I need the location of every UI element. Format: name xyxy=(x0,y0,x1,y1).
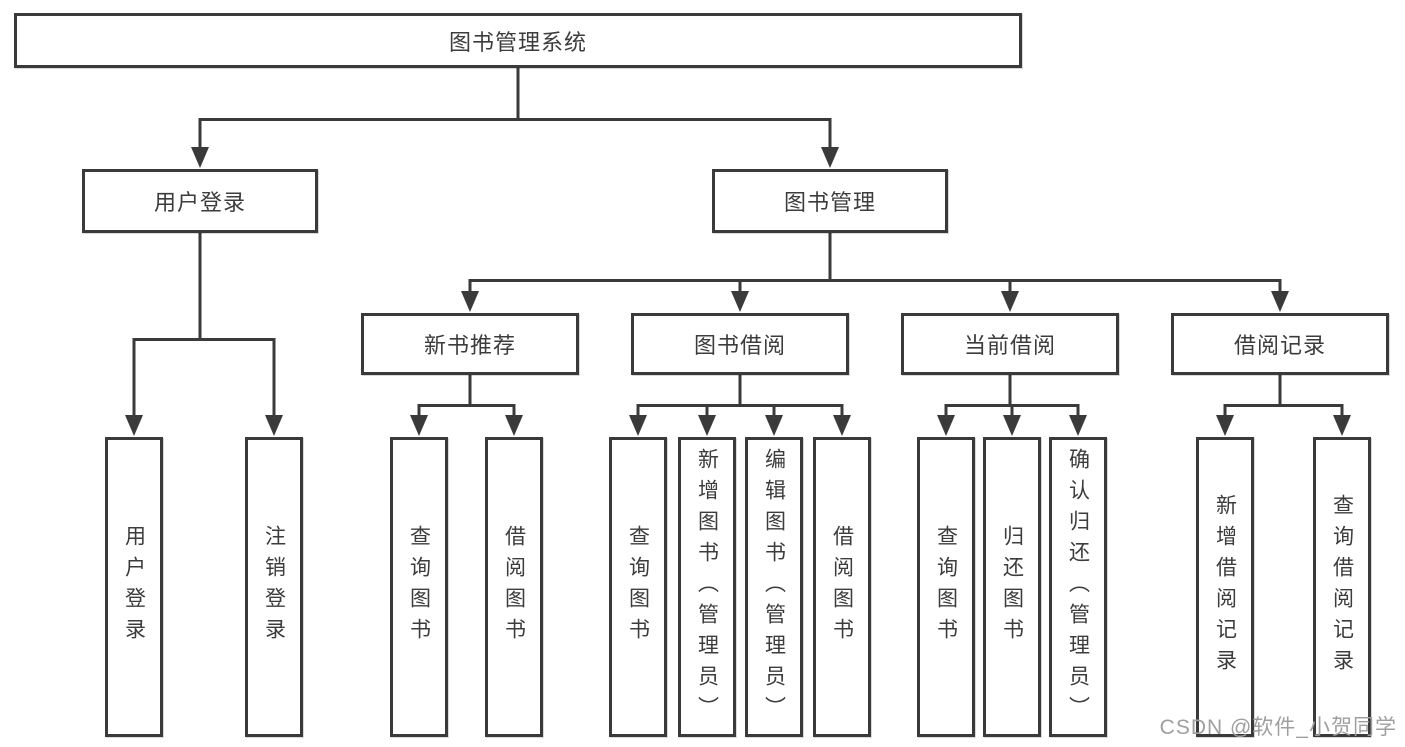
node-label: 查询图书 xyxy=(626,525,650,649)
node-leaf-query-books-3: 查询图书 xyxy=(917,437,975,737)
node-library-system: 图书管理系统 xyxy=(14,13,1022,68)
node-label: 归还图书 xyxy=(1000,525,1024,649)
node-label: 查询借阅记录 xyxy=(1330,494,1354,680)
node-leaf-logout: 注销登录 xyxy=(245,437,303,737)
arrowheads xyxy=(125,147,1351,436)
node-label: 借阅图书 xyxy=(502,525,526,649)
node-user-login: 用户登录 xyxy=(82,169,318,233)
node-borrowing-records: 借阅记录 xyxy=(1171,313,1389,375)
node-book-borrowing: 图书借阅 xyxy=(631,313,849,375)
node-leaf-user-login: 用户登录 xyxy=(105,437,163,737)
node-leaf-confirm-return-admin: 确认归还（管理员） xyxy=(1049,437,1107,737)
node-leaf-borrow-books-1: 借阅图书 xyxy=(485,437,543,737)
node-leaf-query-books-1: 查询图书 xyxy=(390,437,448,737)
node-leaf-borrow-books-2: 借阅图书 xyxy=(813,437,871,737)
node-label: 用户登录 xyxy=(122,525,146,649)
node-label: 编辑图书（管理员） xyxy=(762,447,786,727)
node-label: 确认归还（管理员） xyxy=(1066,447,1090,727)
node-label: 新增借阅记录 xyxy=(1213,494,1237,680)
node-label: 查询图书 xyxy=(934,525,958,649)
csdn-watermark: CSDN @软件_小贺同学 xyxy=(1159,716,1397,739)
node-leaf-return-books: 归还图书 xyxy=(983,437,1041,737)
node-leaf-add-borrow-record: 新增借阅记录 xyxy=(1196,437,1254,737)
node-new-book-recommendation: 新书推荐 xyxy=(361,313,579,375)
node-label: 查询图书 xyxy=(407,525,431,649)
node-leaf-query-borrow-record: 查询借阅记录 xyxy=(1313,437,1371,737)
node-label: 注销登录 xyxy=(262,525,286,649)
node-current-borrowing: 当前借阅 xyxy=(901,313,1119,375)
node-leaf-add-book-admin: 新增图书（管理员） xyxy=(678,437,736,737)
node-leaf-query-books-2: 查询图书 xyxy=(609,437,667,737)
node-label: 新增图书（管理员） xyxy=(695,447,719,727)
node-label: 借阅图书 xyxy=(830,525,854,649)
node-leaf-edit-book-admin: 编辑图书（管理员） xyxy=(745,437,803,737)
node-book-management: 图书管理 xyxy=(712,169,948,233)
